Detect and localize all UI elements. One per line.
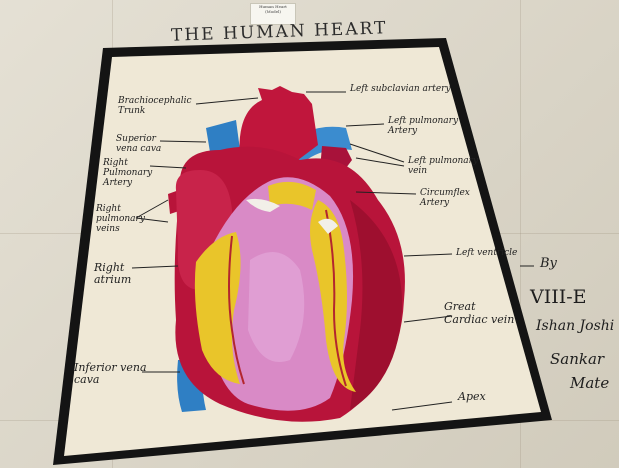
label-superior-vena-cava: Superior vena cava	[116, 134, 161, 154]
label-brachiocephalic-trunk: Brachiocephalic Trunk	[118, 96, 192, 116]
label-inferior-vena-cava: Inferior vena cava	[74, 362, 147, 386]
label-left-ventricle: Left ventricle	[456, 248, 517, 258]
label-left-pulmonary-vein: Left pulmonary vein	[408, 156, 478, 176]
label-apex: Apex	[458, 392, 486, 402]
signature-name-3: Mate	[570, 374, 609, 392]
label-right-atrium: Right atrium	[94, 262, 131, 286]
label-left-pulmonary-artery: Left pulmonary Artery	[388, 116, 458, 136]
signature-name-1: Ishan Joshi	[536, 318, 614, 334]
label-right-pulmonary-artery: Right Pulmonary Artery	[103, 158, 152, 188]
signature-name-2: Sankar	[550, 350, 604, 368]
signature-by: By	[540, 256, 557, 271]
ventricle-highlight	[248, 252, 304, 362]
label-circumflex-artery: Circumflex Artery	[420, 188, 470, 208]
label-great-cardiac-vein: Great Cardiac vein	[444, 300, 514, 326]
label-right-pulmonary-veins: Right pulmonary veins	[96, 204, 145, 234]
signature-class: VIII-E	[530, 286, 587, 308]
label-left-subclavian-artery: Left subclavian artery	[350, 84, 451, 94]
